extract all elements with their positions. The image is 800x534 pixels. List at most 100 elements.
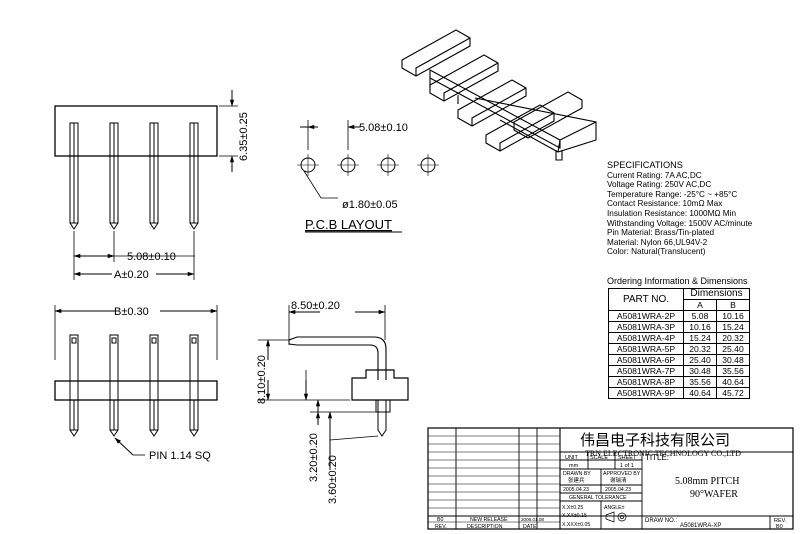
dim-b-value: 45.72 (716, 387, 750, 399)
specifications-heading: SPECIFICATIONS (607, 160, 683, 170)
dim-a-value: 20.32 (683, 343, 717, 355)
dim-pcb-pitch: 5.08±0.10 (359, 122, 408, 134)
front-view: 6.35±0.25 5.08±0.10 A±0.20 (54, 90, 250, 281)
pcb-layout-label: P.C.B LAYOUT (305, 217, 392, 232)
dim-a-value: 15.24 (683, 332, 717, 344)
part-no: A5081WRA-4P (608, 332, 684, 344)
sheet-label: SHEET (618, 455, 637, 461)
col-part-no: PART NO. (608, 288, 684, 311)
pin-size-label: PIN 1.14 SQ (149, 450, 211, 462)
dim-b-value: 25.40 (716, 343, 750, 355)
part-no: A5081WRA-2P (608, 310, 684, 322)
tolerance-3: X.XXX±0.05 (562, 522, 590, 528)
drawing-title-line1: 5.08mm PITCH (675, 476, 739, 487)
spec-line: Pin Material: Brass/Tin-plated (607, 228, 715, 238)
spec-line: Voltage Rating: 250V AC,DC (607, 180, 712, 190)
dim-a-value: 10.16 (683, 321, 717, 333)
part-no: A5081WRA-3P (608, 321, 684, 333)
bottom-pins (69, 334, 199, 437)
drawn-by-label: DRAWN BY (563, 471, 591, 477)
dim-b-value: 40.64 (716, 376, 750, 388)
scale-label: SCALE (590, 455, 608, 461)
rev-label: REV. (774, 518, 787, 524)
pcb-layout-view: 5.08±0.10 ø1.80±0.05 P.C.B LAYOUT (297, 120, 439, 233)
rev-row-date: 2006.01.08 (521, 517, 544, 522)
tolerance-2: X.XX±0.15 (562, 513, 587, 519)
tolerance-1: X.X±0.25 (562, 505, 583, 511)
part-no: A5081WRA-7P (608, 365, 684, 377)
front-pins (69, 122, 199, 230)
unit-label: UNIT (565, 455, 578, 461)
dim-a-value: 30.48 (683, 365, 717, 377)
side-view: 8.50±0.20 8.10±0.20 3.20±0.20 3.60±0.20 (256, 300, 409, 504)
col-dimensions: Dimensions (683, 288, 750, 300)
spec-line: Material: Nylon 66,UL94V-2 (607, 237, 708, 247)
dim-side-low2: 3.60±0.20 (327, 455, 339, 504)
spec-line: Current Rating: 7A AC,DC (607, 170, 702, 180)
dim-a-value: 25.40 (683, 354, 717, 366)
drawn-date: 2005.04.23 (563, 487, 589, 493)
part-no: A5081WRA-5P (608, 343, 684, 355)
approved-name: 谢瑞清 (610, 476, 627, 484)
col-b: B (716, 299, 750, 311)
dim-b-value: 10.16 (716, 310, 750, 322)
unit-value: mm (569, 463, 579, 469)
drawing-title-line2: 90°WAFER (690, 489, 738, 500)
dim-side-top: 8.50±0.20 (291, 300, 340, 312)
header-description: DESCRIPTION (467, 524, 503, 530)
bottom-view: B±0.30 PIN 1.14 SQ (54, 305, 218, 462)
dim-b: B±0.30 (114, 306, 149, 318)
approved-date: 2005.04.23 (605, 487, 631, 493)
dim-side-low1: 3.20±0.20 (308, 433, 320, 482)
drawing-no: A5081WRA-XP (680, 523, 721, 529)
header-date: DATE (523, 524, 537, 530)
tolerance-label: GENERAL TOLERANCE (569, 495, 627, 501)
dim-a-value: 5.08 (683, 310, 717, 322)
title-block: 伟昌电子科技有限公司 TRN ELECTRONIC TECHNOLOGY CO.… (427, 427, 794, 530)
spec-line: Color: Natural(Translucent) (607, 247, 706, 257)
dim-hole-diameter: ø1.80±0.05 (342, 199, 398, 211)
ordering-title: Ordering Information & Dimensions (607, 276, 748, 286)
part-no: A5081WRA-9P (608, 387, 684, 399)
dim-a-value: 40.64 (683, 387, 717, 399)
approved-label: APPROVED BY (603, 471, 641, 477)
rev-row-rev: B0 (437, 517, 443, 523)
drawn-by-name: 张建兵 (568, 476, 585, 484)
title-label: TITLE: (645, 453, 669, 462)
pcb-holes (297, 154, 439, 176)
dim-b-value: 30.48 (716, 354, 750, 366)
header-rev: REV. (435, 524, 447, 530)
part-no: A5081WRA-8P (608, 376, 684, 388)
spec-line: Temperature Range: -25°C ~ +85°C (607, 189, 738, 199)
spec-line: Insulation Resistance: 1000MΩ Min (607, 208, 736, 218)
projection-symbol-icon (605, 511, 627, 523)
sheet-value: 1 of 1 (620, 463, 634, 469)
angle-label: ANGLE± (604, 505, 625, 511)
dim-a-value: 35.56 (683, 376, 717, 388)
rev-value: B0 (776, 524, 783, 530)
dim-b-value: 15.24 (716, 321, 750, 333)
dim-b-value: 20.32 (716, 332, 750, 344)
dim-side-height: 8.10±0.20 (256, 355, 268, 404)
col-a: A (683, 299, 717, 311)
isometric-view (401, 29, 597, 161)
dim-height-top: 6.35±0.25 (238, 112, 250, 161)
specifications-block: SPECIFICATIONS Current Rating: 7A AC,DC … (607, 160, 752, 257)
dim-pitch-front: 5.08±0.10 (127, 251, 176, 263)
dim-a: A±0.20 (114, 269, 149, 281)
rev-row-desc: NEW RELEASE (470, 517, 508, 523)
company-name-en: TRN ELECTRONIC TECHNOLOGY CO.,LTD (585, 449, 741, 458)
drawing-no-label: DRAW NO.: (645, 518, 677, 524)
dim-b-value: 35.56 (716, 365, 750, 377)
